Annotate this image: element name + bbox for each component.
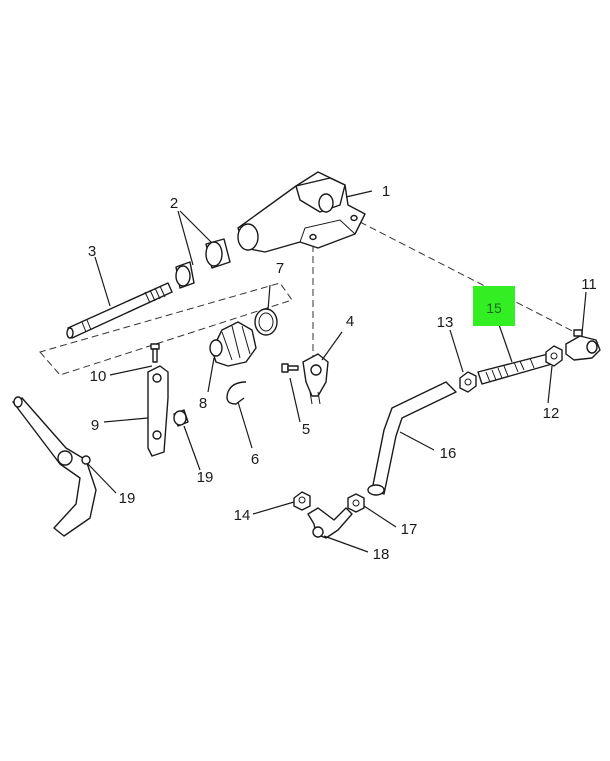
bolt-10[interactable] <box>150 343 160 363</box>
housing[interactable] <box>237 171 366 253</box>
bushing-19-small[interactable] <box>173 409 189 427</box>
callout-16[interactable]: 16 <box>440 445 457 462</box>
callout-8[interactable]: 8 <box>199 395 207 412</box>
bolt-5[interactable] <box>281 363 299 373</box>
callout-19-rod[interactable]: 19 <box>119 490 136 507</box>
callout-19-lever[interactable]: 19 <box>197 469 214 486</box>
callout-2[interactable]: 2 <box>170 195 178 212</box>
dashed-guide-housing-to-rod <box>359 221 591 341</box>
leader-lines <box>87 190 587 553</box>
nut-14[interactable] <box>293 491 311 511</box>
callout-11[interactable]: 11 <box>581 276 597 293</box>
callout-6[interactable]: 6 <box>251 451 259 468</box>
callout-7[interactable]: 7 <box>276 260 284 277</box>
nut-13[interactable] <box>459 371 477 393</box>
hose[interactable] <box>367 381 457 496</box>
callout-5[interactable]: 5 <box>302 421 310 438</box>
bushing-pair[interactable] <box>175 238 231 289</box>
highlight-box <box>473 286 515 326</box>
callout-15[interactable]: 15 <box>486 300 502 316</box>
callout-12[interactable]: 12 <box>543 405 560 422</box>
retaining-ring[interactable] <box>254 308 278 336</box>
elbow-fitting[interactable] <box>307 507 353 539</box>
shift-lever[interactable] <box>147 365 169 457</box>
callout-labels: 1 2 3 4 5 6 7 8 9 10 11 12 13 15 16 14 1… <box>88 183 597 563</box>
callout-9[interactable]: 9 <box>91 417 99 434</box>
boot[interactable] <box>209 321 257 367</box>
nut-12[interactable] <box>545 345 563 367</box>
clevis[interactable] <box>565 329 601 361</box>
ball-socket[interactable] <box>302 353 329 405</box>
rod-end[interactable] <box>477 353 553 385</box>
dashed-box-shaft <box>39 282 293 376</box>
shift-shaft[interactable] <box>66 282 173 339</box>
callout-1[interactable]: 1 <box>382 183 390 200</box>
shift-rod-assembly[interactable] <box>12 396 97 537</box>
fitting-17[interactable] <box>347 493 365 513</box>
callout-17[interactable]: 17 <box>401 521 418 538</box>
callout-3[interactable]: 3 <box>88 243 96 260</box>
callout-13[interactable]: 13 <box>437 314 454 331</box>
wire-clip[interactable] <box>226 381 247 405</box>
callout-4[interactable]: 4 <box>346 313 354 330</box>
callout-14[interactable]: 14 <box>234 507 251 524</box>
callout-18[interactable]: 18 <box>373 546 390 563</box>
callout-10[interactable]: 10 <box>90 368 107 385</box>
